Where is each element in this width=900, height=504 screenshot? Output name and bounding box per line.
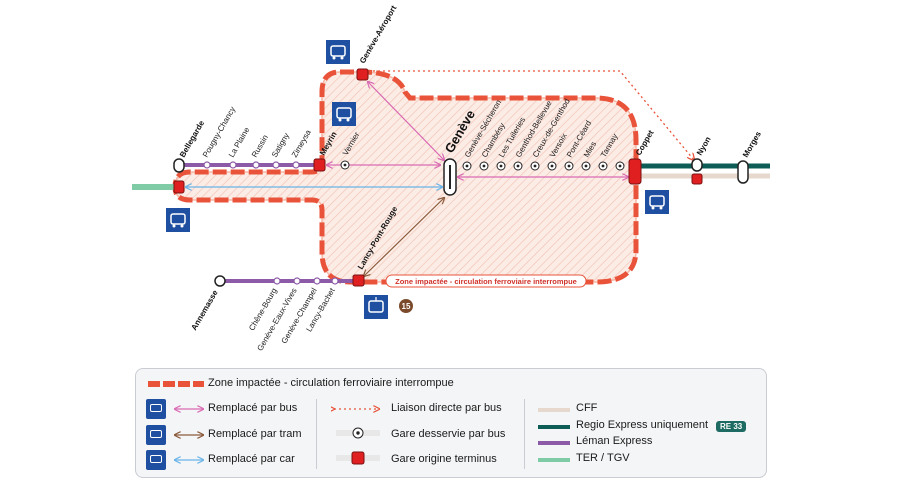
car-icon [146, 450, 166, 470]
legend-ter: TER / TGV [576, 452, 630, 464]
legend-terminus-symbol [336, 451, 380, 465]
legend-zone: Zone impactée - circulation ferroviaire … [208, 377, 454, 389]
legend-bus-arrow [172, 404, 206, 414]
legend-regio-swatch [538, 425, 570, 429]
label-la-plaine: La Plaine [227, 125, 252, 159]
bus-icon [146, 399, 166, 419]
station-markers [173, 68, 749, 287]
label-nyon: Nyon [695, 135, 713, 157]
legend-leman-swatch [538, 441, 570, 445]
label-geneve-aeroport: Genève-Aéroport [358, 4, 399, 65]
legend-direct-bus: Liaison directe par bus [391, 402, 502, 414]
bus-icon [332, 102, 356, 126]
label-morges: Morges [741, 129, 763, 159]
tram-icon [364, 295, 388, 319]
legend-terminus: Gare origine terminus [391, 453, 497, 465]
bus-aeroport-geneve [368, 82, 444, 160]
legend-served-bus: Gare desservie par bus [391, 428, 506, 440]
legend-tram: Remplacé par tram [208, 428, 302, 440]
legend-car: Remplacé par car [208, 453, 295, 465]
legend-divider [316, 399, 317, 469]
network-map: 15 Zone impactée - circulation ferroviai… [132, 4, 770, 352]
legend-car-arrow [172, 455, 206, 465]
label-russin: Russin [250, 133, 270, 159]
tram-line-badge: 15 [399, 299, 413, 313]
legend-leman: Léman Express [576, 435, 653, 447]
direct-bus-aeroport-nyon [368, 70, 694, 160]
label-zimeysa: Zimeysa [290, 128, 313, 159]
legend-bus: Remplacé par bus [208, 402, 298, 414]
tram-icon [146, 425, 166, 445]
legend-regio: Regio Express uniquement [576, 419, 709, 431]
legend-divider [524, 399, 525, 469]
legend-tram-arrow [172, 430, 206, 440]
bus-icon [326, 40, 350, 64]
bus-icon [645, 190, 669, 214]
svg-text:15: 15 [402, 302, 411, 311]
impacted-zone [172, 69, 639, 285]
legend-direct-arrow [331, 404, 385, 414]
tram-lancy-geneve [364, 198, 444, 276]
regio-badge: RE 33 [716, 421, 747, 432]
zone-label: Zone impactée - circulation ferroviaire … [395, 277, 577, 286]
legend-cff-swatch [538, 408, 570, 412]
label-satigny: Satigny [270, 131, 291, 159]
car-icon [166, 208, 190, 232]
legend-zone-swatch [148, 381, 204, 387]
legend-ter-swatch [538, 458, 570, 462]
legend: Zone impactée - circulation ferroviaire … [135, 368, 767, 478]
legend-cff: CFF [576, 402, 598, 414]
label-annemasse: Annemasse [189, 288, 220, 332]
legend-served-symbol [336, 427, 380, 439]
